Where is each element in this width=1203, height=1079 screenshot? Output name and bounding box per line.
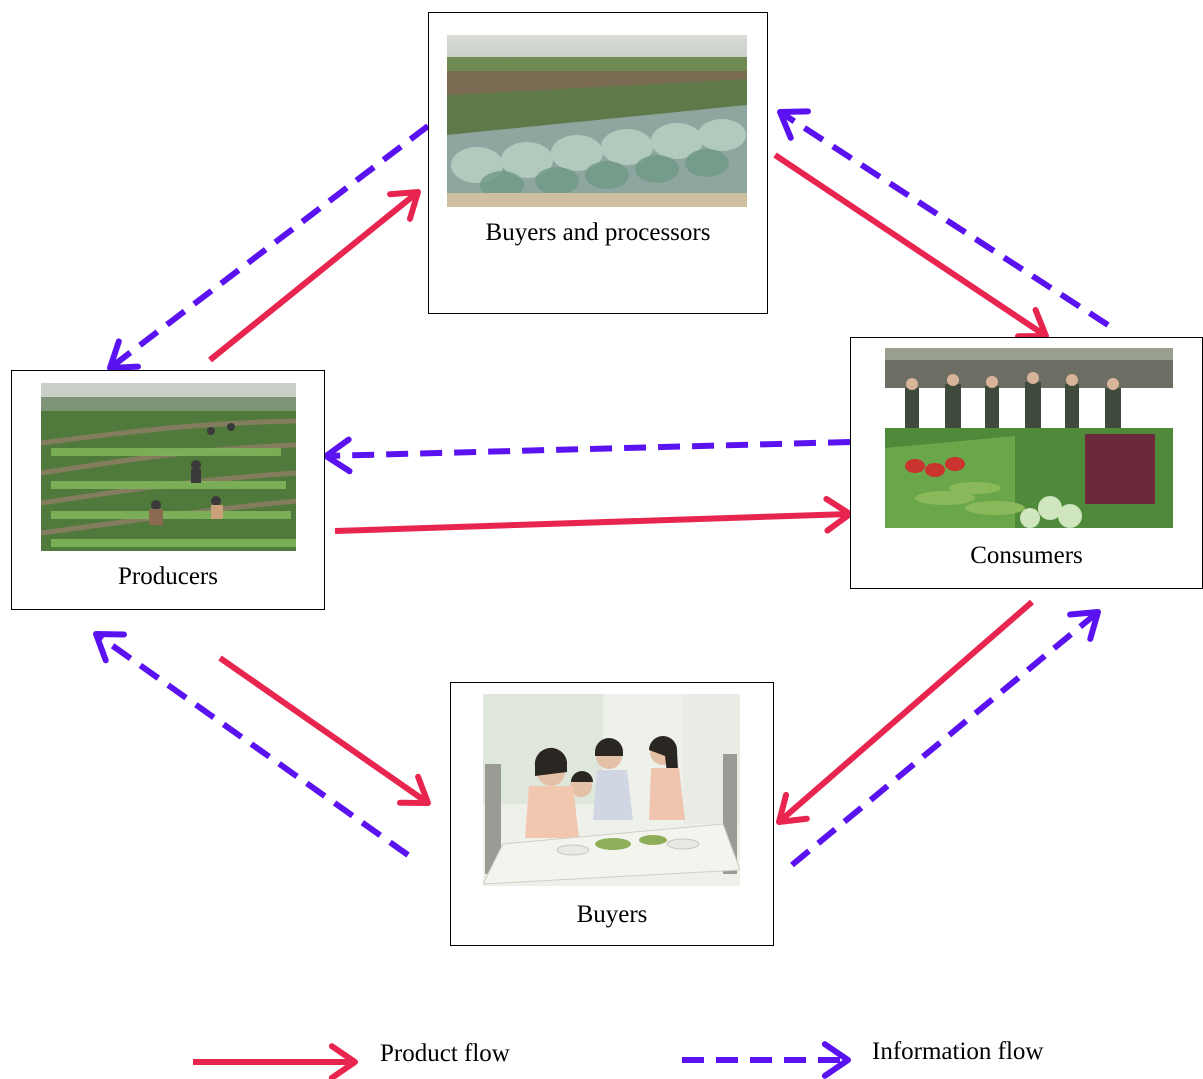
product-flow-arrows	[208, 152, 1049, 825]
node-consumers: Consumers	[850, 337, 1203, 589]
node-buyers-and-processors: Buyers and processors	[428, 12, 768, 314]
node-label: Buyers	[576, 901, 648, 928]
product-arrow-producers-to-consumers	[334, 495, 853, 534]
product-arrow-buyers-processors-to-consumers	[773, 152, 1049, 340]
legend-product-flow-label: Product flow	[380, 1040, 510, 1067]
node-label: Producers	[118, 563, 218, 590]
info-arrow-consumers-to-buyers-processors	[777, 108, 1110, 328]
product-arrow-producers-to-buyers	[218, 655, 431, 806]
info-arrow-buyers-processors-to-producers	[107, 123, 430, 371]
family-meal-photo	[483, 694, 740, 886]
legend-arrows	[193, 1041, 851, 1079]
product-arrow-producers-to-buyers-processors	[208, 189, 421, 363]
legend-product-flow-arrow	[193, 1043, 358, 1079]
info-arrow-buyers-to-consumers	[790, 609, 1101, 868]
node-buyers: Buyers	[450, 682, 774, 946]
node-label: Consumers	[970, 542, 1083, 569]
supermarket-produce-photo	[885, 348, 1173, 528]
cabbage-field-photo	[447, 35, 747, 207]
info-arrow-consumers-to-producers	[323, 436, 851, 475]
legend-information-flow-arrow	[682, 1041, 851, 1079]
product-arrow-consumers-to-buyers	[776, 599, 1034, 825]
information-flow-arrows	[93, 108, 1110, 868]
vegetable-farm-photo	[41, 383, 296, 551]
info-arrow-buyers-to-producers	[93, 631, 410, 858]
node-label: Buyers and processors	[485, 219, 711, 246]
node-producers: Producers	[11, 370, 325, 610]
legend-information-flow-label: Information flow	[872, 1038, 1044, 1065]
